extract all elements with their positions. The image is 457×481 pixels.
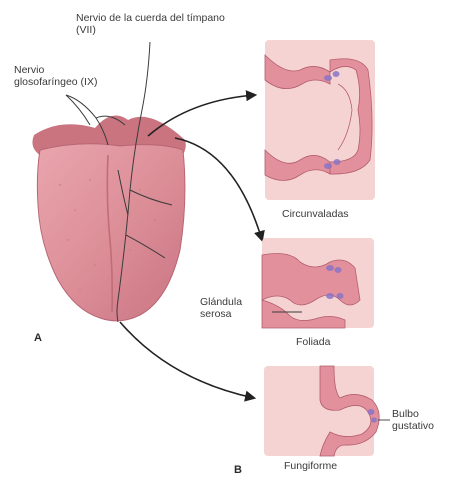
panel-label-a: A: [34, 332, 42, 344]
label-foliate: Foliada: [296, 336, 330, 348]
label-circumvallate: Circunvaladas: [282, 208, 349, 220]
label-taste-bud: Bulbo gustativo: [392, 408, 450, 432]
fungiform-panel: [264, 366, 379, 456]
label-chorda-tympani: Nervio de la cuerda del tímpano (VII): [76, 12, 226, 36]
foliate-panel: [262, 238, 374, 328]
label-serous-gland: Glándula serosa: [200, 296, 270, 320]
tongue: [32, 116, 185, 321]
panel-label-b: B: [234, 464, 242, 476]
label-glossopharyngeal: Nervio glosofaríngeo (IX): [14, 64, 109, 88]
circumvallate-panel: [265, 40, 375, 200]
label-fungiform: Fungiforme: [284, 460, 337, 472]
